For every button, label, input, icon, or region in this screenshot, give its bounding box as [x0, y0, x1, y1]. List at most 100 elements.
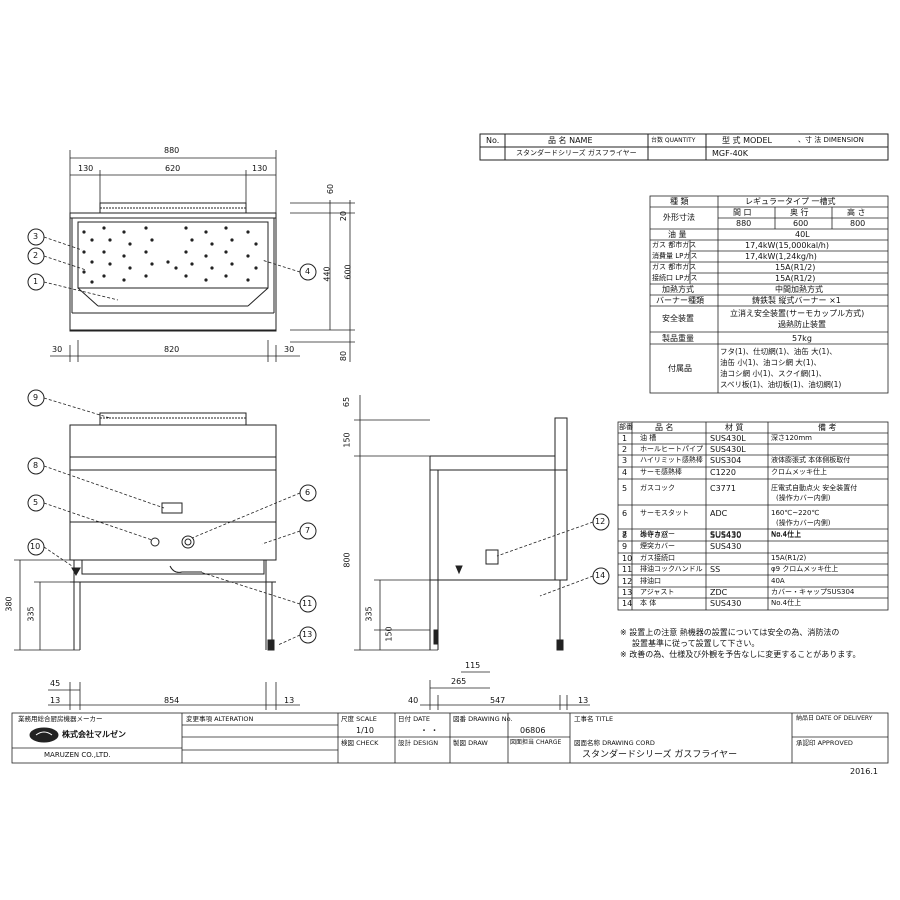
dim-620: 620: [165, 164, 181, 173]
dim-30-right: 30: [284, 345, 295, 354]
parts-row-note: 液体膨張式 本体側板取付: [771, 456, 851, 464]
side-view: [429, 417, 568, 651]
parts-row-note: φ9 クロムメッキ仕上: [771, 565, 839, 573]
dim-600: 600: [343, 264, 353, 280]
callout-6: 6: [305, 488, 311, 497]
spec-acc-line2: 油缶 小(1)、油コシ網 大(1)、: [720, 358, 822, 367]
dim-150-top: 150: [342, 432, 352, 448]
spec-dim-d: 奥 行: [790, 208, 809, 217]
callout-1: 1: [33, 277, 39, 286]
callout-3: 3: [33, 232, 39, 241]
parts-row-note: 40A: [771, 577, 785, 585]
spec-dim-label: 外形寸法: [663, 213, 695, 222]
callout-9: 9: [33, 393, 39, 402]
parts-row-material: SUS430L: [710, 434, 746, 443]
dim-854: 854: [164, 696, 180, 705]
dim-65: 65: [342, 396, 352, 408]
callout-10: 10: [30, 542, 41, 551]
footer-year: 2016.1: [850, 767, 878, 776]
parts-row-material: SUS430: [710, 599, 742, 608]
parts-row-note: 15A(R1/2): [771, 554, 807, 562]
parts-row-name: ガス接続口: [640, 554, 675, 562]
dim-820: 820: [164, 345, 180, 354]
footer-maker-top: 業務用総合厨房機器メーカー: [18, 715, 103, 723]
footer-table: [11, 712, 889, 764]
footer-drawing-name-label: 図面名称 DRAWING CORD: [574, 739, 655, 747]
spec-dim-d-value: 600: [793, 219, 809, 228]
dim-13-side: 13: [578, 696, 589, 705]
parts-row-name: 操作カバー: [640, 530, 675, 538]
title-model-label: 型 式 MODEL: [722, 136, 772, 145]
plan-view: [69, 202, 277, 332]
dim-130-right: 130: [252, 164, 268, 173]
spec-conn1-label: ガス 都市ガス: [652, 263, 697, 271]
parts-row-no: 11: [622, 565, 633, 574]
dim-60: 60: [326, 183, 336, 195]
spec-gas1-value: 17,4kW(15,000kal/h): [745, 241, 829, 250]
parts-row-name: アジャスト: [640, 588, 675, 596]
dim-45: 45: [50, 679, 61, 688]
spec-dim-h-value: 800: [850, 219, 866, 228]
parts-row-material: SUS430: [710, 531, 742, 540]
parts-h-no: 部番: [619, 423, 633, 431]
footer-drawing-name-value: スタンダードシリーズ ガスフライヤー: [582, 750, 738, 760]
parts-h-note: 備 考: [818, 423, 837, 432]
footer-scale-value: 1/10: [356, 726, 374, 735]
parts-row-material: C3771: [710, 484, 736, 493]
spec-oil-label: 油 量: [668, 230, 687, 239]
dim-130-left: 130: [78, 164, 94, 173]
dim-335-side: 335: [364, 606, 374, 622]
footer-date-value: ・ ・: [420, 726, 439, 735]
parts-row-note: 深さ120mm: [771, 434, 812, 442]
spec-type-value: レギュラータイプ 一槽式: [745, 197, 836, 206]
spec-acc-line1: フタ(1)、仕切網(1)、油缶 大(1)、: [720, 347, 837, 356]
parts-row-note: 圧電式自動点火 安全装置付: [771, 484, 858, 492]
dim-265: 265: [451, 677, 467, 686]
parts-row-note: No.4仕上: [771, 599, 802, 607]
title-no-label: No.: [486, 136, 500, 145]
footer-maker-en: MARUZEN CO.,LTD.: [44, 751, 111, 759]
dim-440: 440: [322, 266, 332, 282]
callout-8: 8: [33, 461, 39, 470]
dim-13-left: 13: [50, 696, 61, 705]
parts-row-name: ハイリミット感熱棒: [640, 456, 703, 464]
dim-380: 380: [4, 596, 14, 612]
callout-14: 14: [595, 571, 606, 580]
footer-drawing-no-label: 図番 DRAWING No.: [453, 715, 513, 723]
parts-row-note2: (操作カバー内側): [776, 494, 831, 502]
front-view: [69, 412, 277, 651]
footer-approved-label: 承認印 APPROVED: [796, 739, 853, 747]
parts-row-no: 14: [622, 599, 633, 608]
spec-heat-value: 中間加熱方式: [775, 285, 823, 294]
footer-charge-label: 図面担当 CHARGE: [510, 739, 562, 746]
parts-row-material: SUS430: [710, 530, 742, 539]
footer-maker-name: 株式会社マルゼン: [62, 730, 126, 739]
callout-4: 4: [305, 267, 311, 276]
parts-row-name: 排油コックハンドル: [640, 565, 703, 573]
parts-row-name: ガスコック: [640, 484, 675, 492]
title-qty-label: 台数 QUANTITY: [651, 137, 696, 144]
parts-row-name: のぞき窓: [640, 531, 668, 539]
parts-row-material: SUS430L: [710, 445, 746, 454]
spec-weight-label: 製品重量: [662, 334, 694, 343]
note-line-2: 設置基準に従って設置して下さい。: [632, 639, 760, 648]
spec-safety-value: 立消え安全装置(サーモカップル方式): [730, 309, 865, 318]
parts-row-name: 本 体: [640, 599, 657, 607]
parts-row-no: 12: [622, 577, 633, 586]
footer-design-label: 設計 DESIGN: [398, 739, 439, 747]
parts-row-no: 2: [622, 445, 628, 454]
parts-row-material: SUS430: [710, 542, 742, 551]
parts-row-name: 油 槽: [640, 434, 657, 442]
dim-20: 20: [339, 210, 349, 222]
parts-row-no: 5: [622, 484, 628, 493]
footer-title-label: 工事名 TITLE: [574, 715, 614, 723]
parts-row-material: SS: [710, 565, 721, 574]
footer-delivery-label: 納品日 DATE OF DELIVERY: [796, 715, 873, 722]
footer-drawing-no-value: 06806: [520, 726, 546, 735]
spec-gas2-value: 17,4kW(1,24kg/h): [745, 252, 817, 261]
spec-oil-value: 40L: [795, 230, 810, 239]
maker-logo: [29, 727, 59, 743]
callout-12: 12: [595, 517, 606, 526]
callout-5: 5: [33, 498, 39, 507]
spec-gas1-label: ガス 都市ガス: [652, 241, 697, 249]
